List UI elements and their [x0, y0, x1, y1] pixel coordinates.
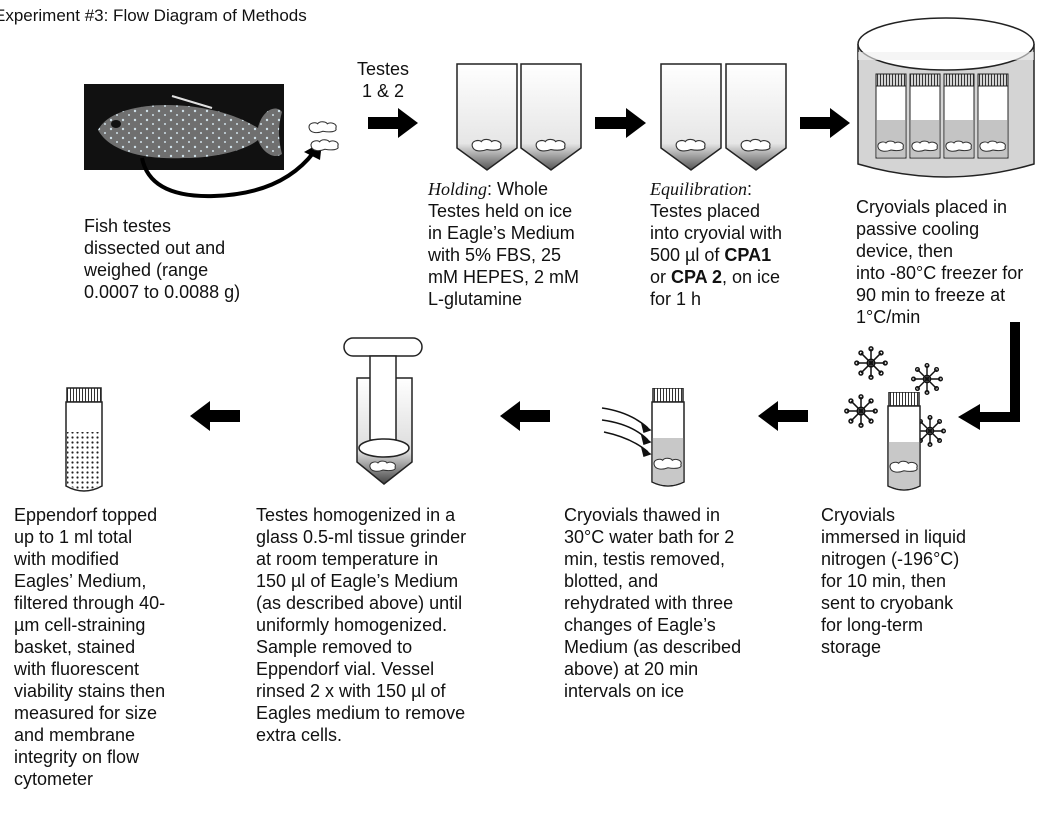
- step-holding-text: Holding: Whole Testes held on ice in Eag…: [428, 178, 579, 310]
- eppendorf-icon: [65, 387, 103, 492]
- arrow-icon: [190, 401, 240, 431]
- step-equilibration-text: Equilibration: Testes placed into cryovi…: [650, 178, 782, 310]
- cooling-device-icon: [857, 17, 1035, 178]
- arrow-icon: [595, 108, 646, 138]
- tube-icon: [725, 63, 787, 171]
- cpa2-label: CPA 2: [671, 267, 723, 287]
- snowflake-icon: [910, 362, 944, 396]
- cryovial-icon: [651, 388, 685, 487]
- fish-image: [84, 84, 284, 170]
- equilibration-heading: Equilibration: [650, 179, 748, 199]
- holding-heading: Holding: [428, 179, 488, 199]
- diagram-title: Experiment #3: Flow Diagram of Methods: [0, 6, 307, 25]
- arrow-icon: [958, 322, 1020, 430]
- step-nitrogen-text: Cryovials immersed in liquid nitrogen (-…: [821, 505, 967, 657]
- equilibration-body-2: or: [650, 267, 667, 287]
- arrow-icon: [758, 401, 808, 431]
- testes-label: Testes 1 & 2: [356, 59, 410, 101]
- step-thaw-text: Cryovials thawed in 30°C water bath for …: [564, 505, 742, 701]
- snowflake-icon: [844, 394, 878, 428]
- equilibration-body-3: , on ice for 1 h: [650, 267, 781, 309]
- tube-icon: [456, 63, 518, 171]
- tube-icon: [520, 63, 582, 171]
- curved-arrow: [140, 150, 316, 199]
- step-homogenize-text: Testes homogenized in a glass 0.5-ml tis…: [256, 505, 467, 745]
- cpa1-label: CPA1: [724, 245, 772, 265]
- cryovial-icon: [887, 392, 921, 491]
- holding-body: : Whole Testes held on ice in Eagle’s Me…: [428, 179, 580, 309]
- testes-icon: [308, 121, 337, 134]
- step-cooling-text: Cryovials placed in passive cooling devi…: [856, 197, 1024, 327]
- water-wave-icon: [601, 407, 652, 457]
- step-eppendorf-text: Eppendorf topped up to 1 ml total with m…: [14, 505, 166, 789]
- testes-icon: [310, 139, 339, 152]
- tissue-grinder-icon: [343, 337, 423, 485]
- arrow-icon: [500, 401, 550, 431]
- snowflake-icon: [854, 346, 888, 380]
- arrow-icon: [800, 108, 850, 138]
- arrow-icon: [368, 108, 418, 138]
- tube-icon: [660, 63, 722, 171]
- step-dissect-text: Fish testes dissected out and weighed (r…: [84, 216, 241, 302]
- equilibration-body-1: : Testes placed into cryovial with 500 µ…: [650, 179, 783, 265]
